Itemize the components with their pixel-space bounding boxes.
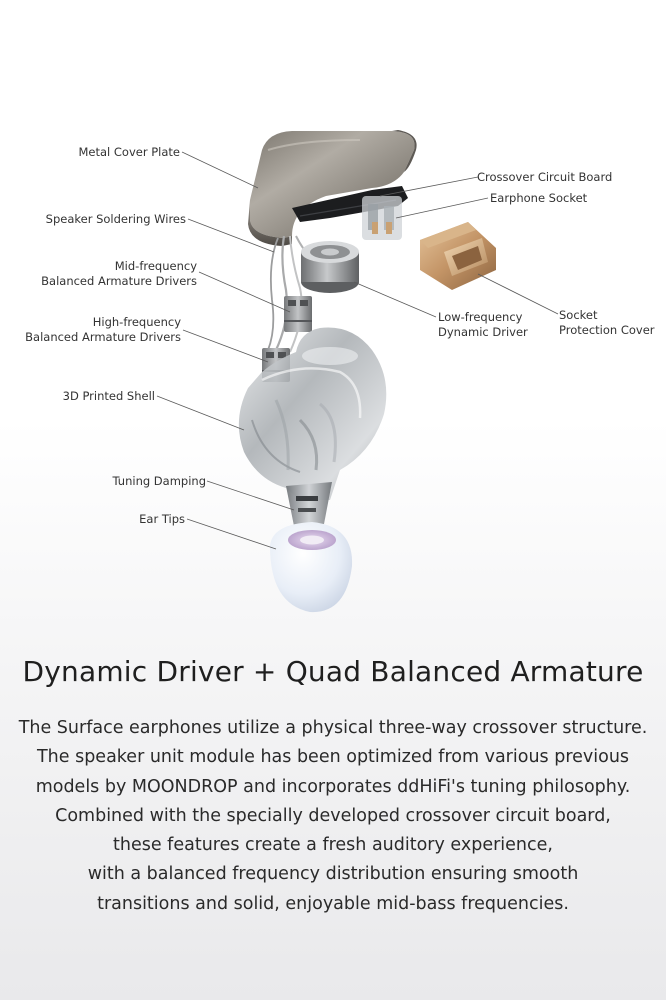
- description-line: with a balanced frequency distribution e…: [87, 864, 579, 885]
- label-earphone-socket: Earphone Socket: [490, 191, 588, 205]
- earphone-socket: [362, 196, 402, 240]
- low-frequency-dynamic-driver: [301, 241, 359, 293]
- label-socket-cover-line1: Socket: [559, 308, 598, 322]
- description: The Surface earphones utilize a physical…: [0, 714, 666, 919]
- description-line: The Surface earphones utilize a physical…: [18, 718, 648, 738]
- tuning-damping: [286, 482, 332, 526]
- label-socket-cover-line2: Protection Cover: [559, 323, 655, 337]
- label-mid-frequency-line2: Balanced Armature Drivers: [41, 274, 197, 288]
- 3d-printed-shell: [238, 327, 387, 500]
- label-low-frequency-line2: Dynamic Driver: [438, 325, 528, 339]
- label-high-frequency-line2: Balanced Armature Drivers: [25, 330, 181, 344]
- description-line: Combined with the specially developed cr…: [55, 805, 611, 826]
- description-line: these features create a fresh auditory e…: [113, 835, 553, 856]
- label-high-frequency-line1: High-frequency: [93, 315, 181, 329]
- label-metal-cover-plate: Metal Cover Plate: [79, 145, 181, 159]
- metal-cover-plate: [248, 130, 417, 246]
- leader-lines: [156, 151, 559, 550]
- description-line: The speaker unit module has been optimiz…: [36, 747, 630, 768]
- label-ear-tips: Ear Tips: [139, 512, 185, 526]
- mid-frequency-ba-drivers: [284, 296, 312, 332]
- label-speaker-soldering-wires: Speaker Soldering Wires: [46, 212, 186, 226]
- headline: Dynamic Driver + Quad Balanced Armature: [22, 655, 644, 688]
- label-low-frequency-line1: Low-frequency: [438, 310, 523, 324]
- socket-protection-cover: [420, 222, 496, 290]
- description-line: models by MOONDROP and incorporates ddHi…: [35, 776, 631, 797]
- label-3d-printed-shell: 3D Printed Shell: [63, 389, 155, 403]
- speaker-soldering-wires: [267, 235, 319, 353]
- label-crossover-circuit-board: Crossover Circuit Board: [477, 170, 612, 184]
- exploded-earphone-diagram: Metal Cover Plate Speaker Soldering Wire…: [25, 130, 655, 613]
- ear-tip: [270, 522, 353, 613]
- label-tuning-damping: Tuning Damping: [112, 474, 206, 488]
- description-line: transitions and solid, enjoyable mid-bas…: [97, 893, 569, 914]
- label-mid-frequency-line1: Mid-frequency: [115, 259, 197, 273]
